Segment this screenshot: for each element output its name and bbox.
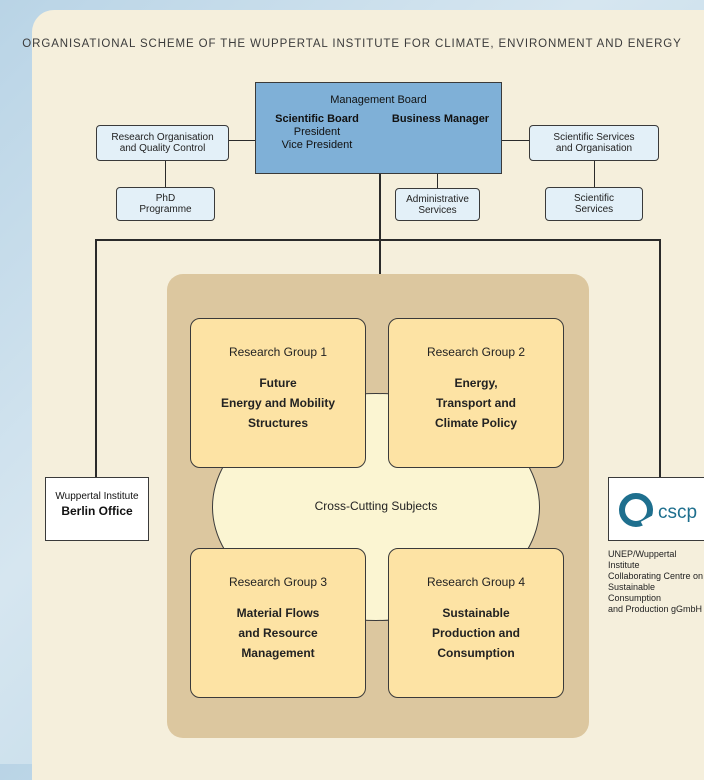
research-group-4-title: Research Group 4 — [426, 575, 526, 589]
scientific-board: Scientific Board President Vice Presiden… — [256, 113, 378, 152]
cscp-ring-icon — [619, 493, 655, 527]
research-group-3-body: Material Flows and Resource Management — [236, 606, 320, 660]
connector-right-top — [502, 140, 529, 141]
cscp-logo-text: cscp — [658, 502, 698, 523]
research-group-1-title: Research Group 1 — [228, 345, 328, 359]
admin-line1: Administrative — [406, 193, 469, 205]
connector-left-top — [229, 140, 255, 141]
president-label: President — [293, 126, 341, 138]
research-organisation-line2: and Quality Control — [119, 143, 206, 154]
research-group-1-body: Future Energy and Mobility Structures — [220, 376, 335, 430]
connector-admin — [437, 174, 438, 188]
berlin-office-line2: Berlin Office — [61, 504, 133, 518]
scientific-services-box: Scientific Services — [545, 187, 643, 221]
vice-president-label: Vice President — [281, 139, 353, 151]
connector-main-vertical — [379, 174, 381, 276]
connector-horizontal-bus — [95, 239, 661, 241]
sci-services-line1: Scientific — [573, 193, 614, 204]
research-group-2-title: Research Group 2 — [426, 345, 526, 359]
management-board: Management Board Scientific Board Presid… — [255, 82, 502, 174]
berlin-office-line1: Wuppertal Institute — [55, 491, 139, 502]
sci-services-org-line1: Scientific Services — [553, 132, 635, 143]
cscp-logo: cscp — [608, 477, 704, 541]
connector-cscp — [659, 239, 661, 477]
sci-services-line2: Services — [574, 204, 614, 215]
phd-line2: Programme — [139, 204, 192, 215]
scientific-services-organisation-box: Scientific Services and Organisation — [529, 125, 659, 161]
research-organisation-line1: Research Organisation — [111, 132, 214, 143]
connector-phd — [165, 161, 166, 187]
admin-line2: Services — [418, 204, 457, 216]
connector-berlin — [95, 239, 97, 477]
research-group-2-body: Energy, Transport and Climate Policy — [434, 376, 518, 430]
cross-cutting-label: Cross-Cutting Subjects — [314, 499, 438, 513]
cscp-caption: UNEP/Wuppertal Institute Collaborating C… — [608, 549, 704, 614]
research-group-4-body: Sustainable Production and Consumption — [432, 606, 520, 660]
phd-programme-box: PhD Programme — [116, 187, 215, 221]
phd-line1: PhD — [155, 193, 176, 204]
berlin-office-box: Wuppertal Institute Berlin Office — [45, 477, 149, 541]
research-group-3: Research Group 3 Material Flows and Reso… — [190, 548, 366, 698]
research-organisation-box: Research Organisation and Quality Contro… — [96, 125, 229, 161]
sci-services-org-line2: and Organisation — [555, 143, 633, 154]
business-manager-label: Business Manager — [391, 113, 490, 125]
management-board-title: Management Board — [330, 94, 427, 106]
scientific-board-label: Scientific Board — [275, 113, 359, 125]
research-group-3-title: Research Group 3 — [228, 575, 328, 589]
research-group-1: Research Group 1 Future Energy and Mobil… — [190, 318, 366, 468]
connector-sci-services — [594, 161, 595, 187]
administrative-services-box: Administrative Services — [395, 188, 480, 221]
research-group-2: Research Group 2 Energy, Transport and C… — [388, 318, 564, 468]
diagram-title: ORGANISATIONAL SCHEME OF THE WUPPERTAL I… — [22, 38, 682, 50]
research-group-4: Research Group 4 Sustainable Production … — [388, 548, 564, 698]
